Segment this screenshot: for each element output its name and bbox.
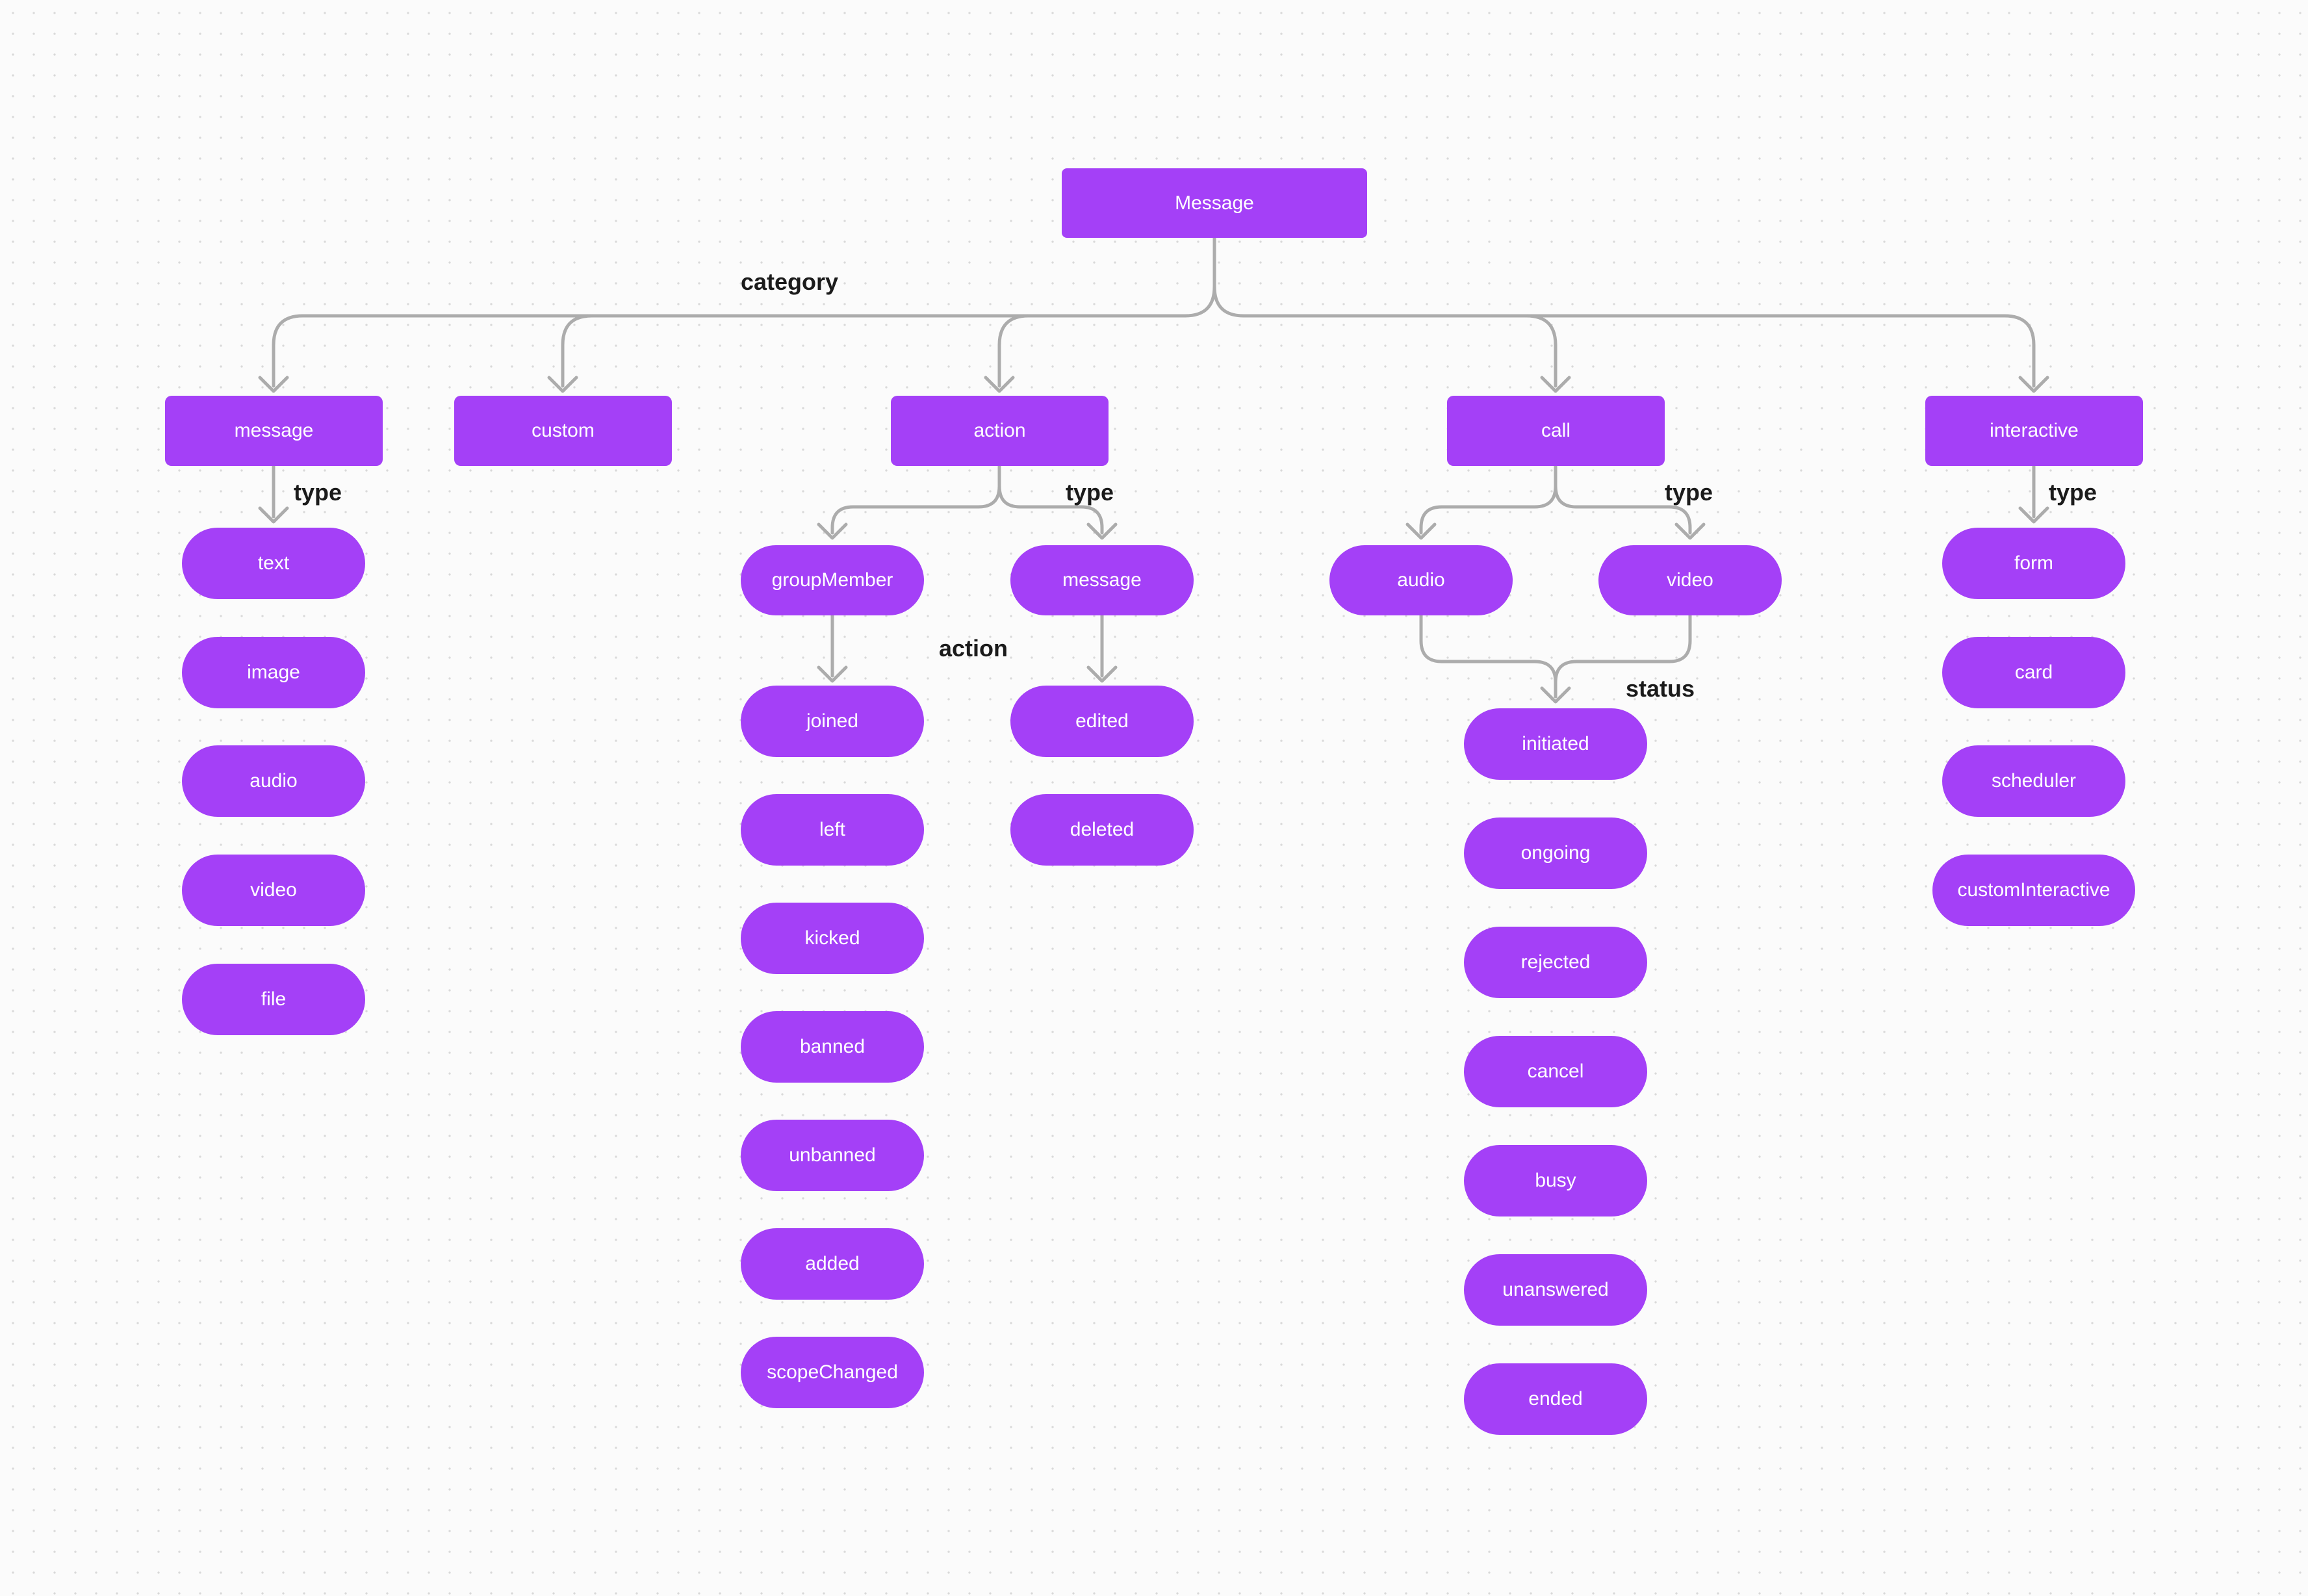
node-action-message[interactable]: message (1010, 545, 1194, 615)
node-message-type-video[interactable]: video (182, 855, 365, 926)
node-call-status-busy[interactable]: busy (1464, 1145, 1647, 1216)
edge-drop-custom (561, 314, 594, 388)
edge-audio-status (1419, 613, 1558, 699)
node-gm-action-left[interactable]: left (741, 794, 924, 866)
edge-label-action-type: type (1066, 479, 1114, 506)
edge-label-action-action: action (939, 635, 1008, 662)
edge-label-message-type: type (294, 479, 342, 506)
node-call-status-cancel[interactable]: cancel (1464, 1036, 1647, 1107)
node-call-status-unanswered[interactable]: unanswered (1464, 1254, 1647, 1326)
node-call-type-video[interactable]: video (1598, 545, 1782, 615)
node-category-interactive[interactable]: interactive (1925, 396, 2143, 466)
edge-label-interactive-type: type (2049, 479, 2097, 506)
node-gm-action-kicked[interactable]: kicked (741, 903, 924, 974)
edge-label-call-type: type (1665, 479, 1713, 506)
node-call-status-ongoing[interactable]: ongoing (1464, 817, 1647, 889)
node-category-call[interactable]: call (1447, 396, 1665, 466)
edge-drop-action (997, 314, 1031, 388)
node-category-action[interactable]: action (891, 396, 1109, 466)
node-action-groupmember[interactable]: groupMember (741, 545, 924, 615)
edge-label-call-status: status (1626, 675, 1695, 702)
edge-drop-call (1524, 314, 1558, 388)
node-message-type-audio[interactable]: audio (182, 745, 365, 817)
node-call-type-audio[interactable]: audio (1329, 545, 1513, 615)
node-message-type-image[interactable]: image (182, 637, 365, 708)
node-msg-action-edited[interactable]: edited (1010, 686, 1194, 757)
node-gm-action-scopechanged[interactable]: scopeChanged (741, 1337, 924, 1408)
node-category-message[interactable]: message (165, 396, 383, 466)
node-interactive-type-card[interactable]: card (1942, 637, 2125, 708)
node-interactive-type-custominteractive[interactable]: customInteractive (1932, 855, 2135, 926)
node-message-root[interactable]: Message (1062, 168, 1367, 238)
node-msg-action-deleted[interactable]: deleted (1010, 794, 1194, 866)
node-interactive-type-scheduler[interactable]: scheduler (1942, 745, 2125, 817)
node-message-type-text[interactable]: text (182, 528, 365, 599)
node-gm-action-unbanned[interactable]: unbanned (741, 1120, 924, 1191)
node-gm-action-joined[interactable]: joined (741, 686, 924, 757)
node-interactive-type-form[interactable]: form (1942, 528, 2125, 599)
node-call-status-initiated[interactable]: initiated (1464, 708, 1647, 780)
node-call-status-rejected[interactable]: rejected (1464, 927, 1647, 998)
node-call-status-ended[interactable]: ended (1464, 1363, 1647, 1435)
node-message-type-file[interactable]: file (182, 964, 365, 1035)
edge-trunk-right (1212, 285, 2036, 388)
edge-action-groupmember (830, 464, 1001, 535)
node-category-custom[interactable]: custom (454, 396, 672, 466)
node-gm-action-banned[interactable]: banned (741, 1011, 924, 1083)
edge-call-audio (1419, 464, 1558, 535)
edge-label-category: category (741, 268, 839, 295)
node-gm-action-added[interactable]: added (741, 1228, 924, 1300)
edge-trunk-left (272, 236, 1216, 388)
